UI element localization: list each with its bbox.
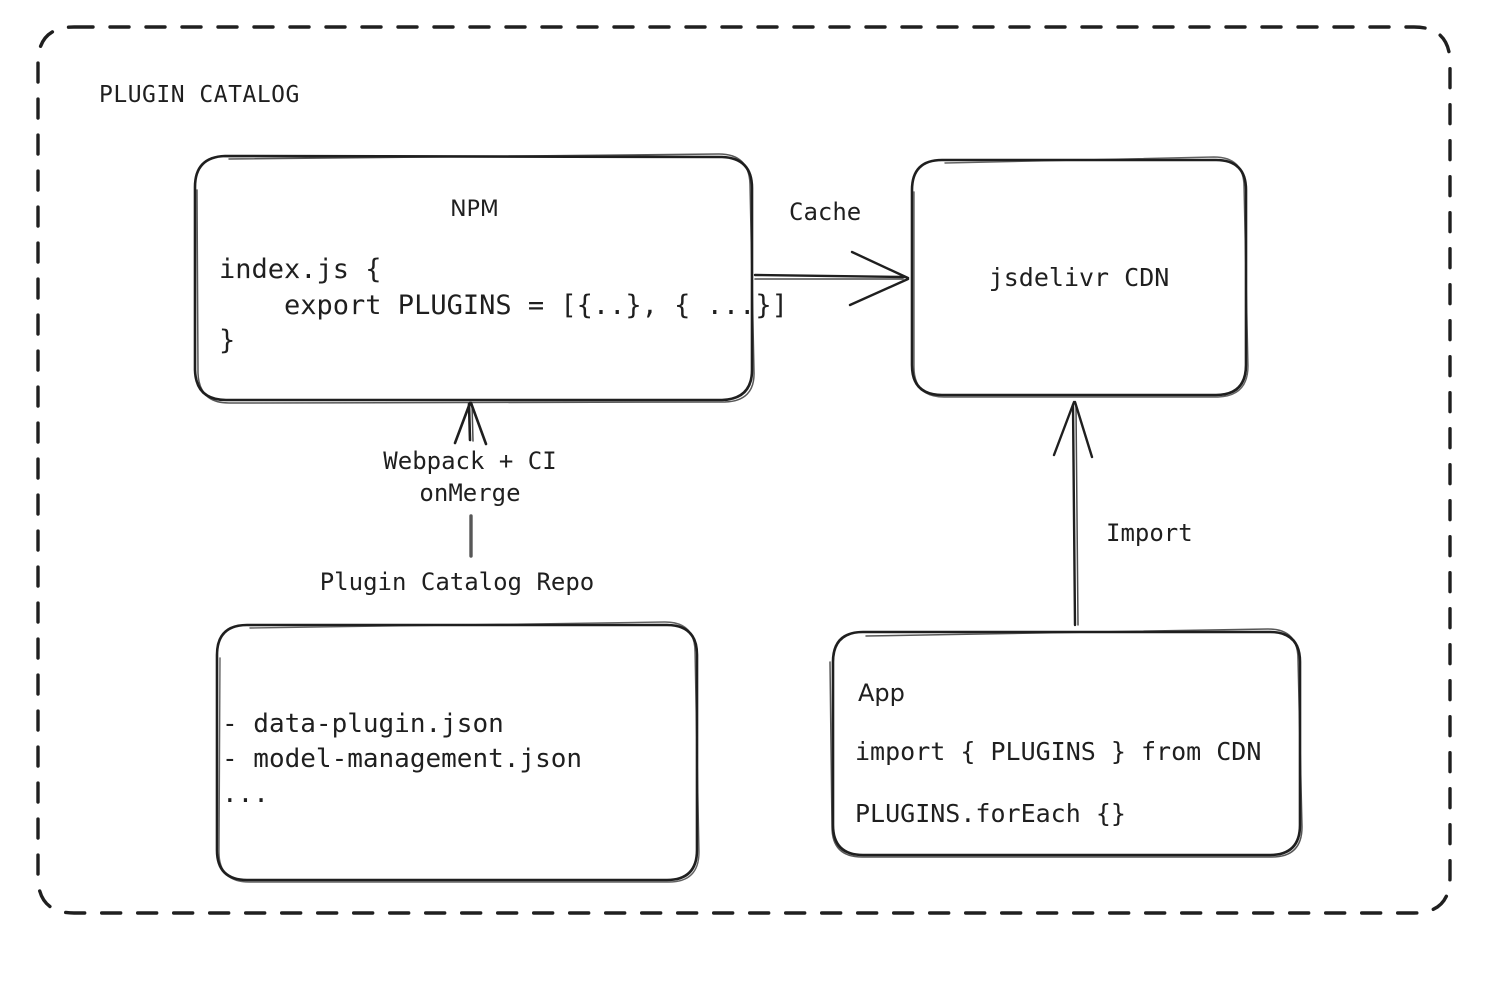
- edge-label-import: Import: [1106, 519, 1193, 547]
- edge-label-webpack-ci: Webpack + CI onMerge: [383, 447, 557, 507]
- npm-node-code: index.js { export PLUGINS = [{..}, { ...…: [219, 254, 788, 357]
- npm-node-title: NPM: [450, 197, 499, 222]
- app-node-foreach-line: PLUGINS.forEach {}: [855, 799, 1126, 828]
- diagram-title: PLUGIN CATALOG: [99, 82, 300, 108]
- edge-repo-to-npm: [453, 401, 488, 446]
- repo-node-files: - data-plugin.json - model-management.js…: [222, 709, 583, 810]
- edge-app-to-cdn: [1052, 400, 1094, 627]
- app-node-title: App: [858, 679, 905, 707]
- edge-label-cache: Cache: [789, 198, 862, 226]
- app-node-import-line: import { PLUGINS } from CDN: [855, 737, 1262, 766]
- cdn-node-title: jsdelivr CDN: [988, 263, 1170, 292]
- repo-node-caption: Plugin Catalog Repo: [319, 568, 595, 596]
